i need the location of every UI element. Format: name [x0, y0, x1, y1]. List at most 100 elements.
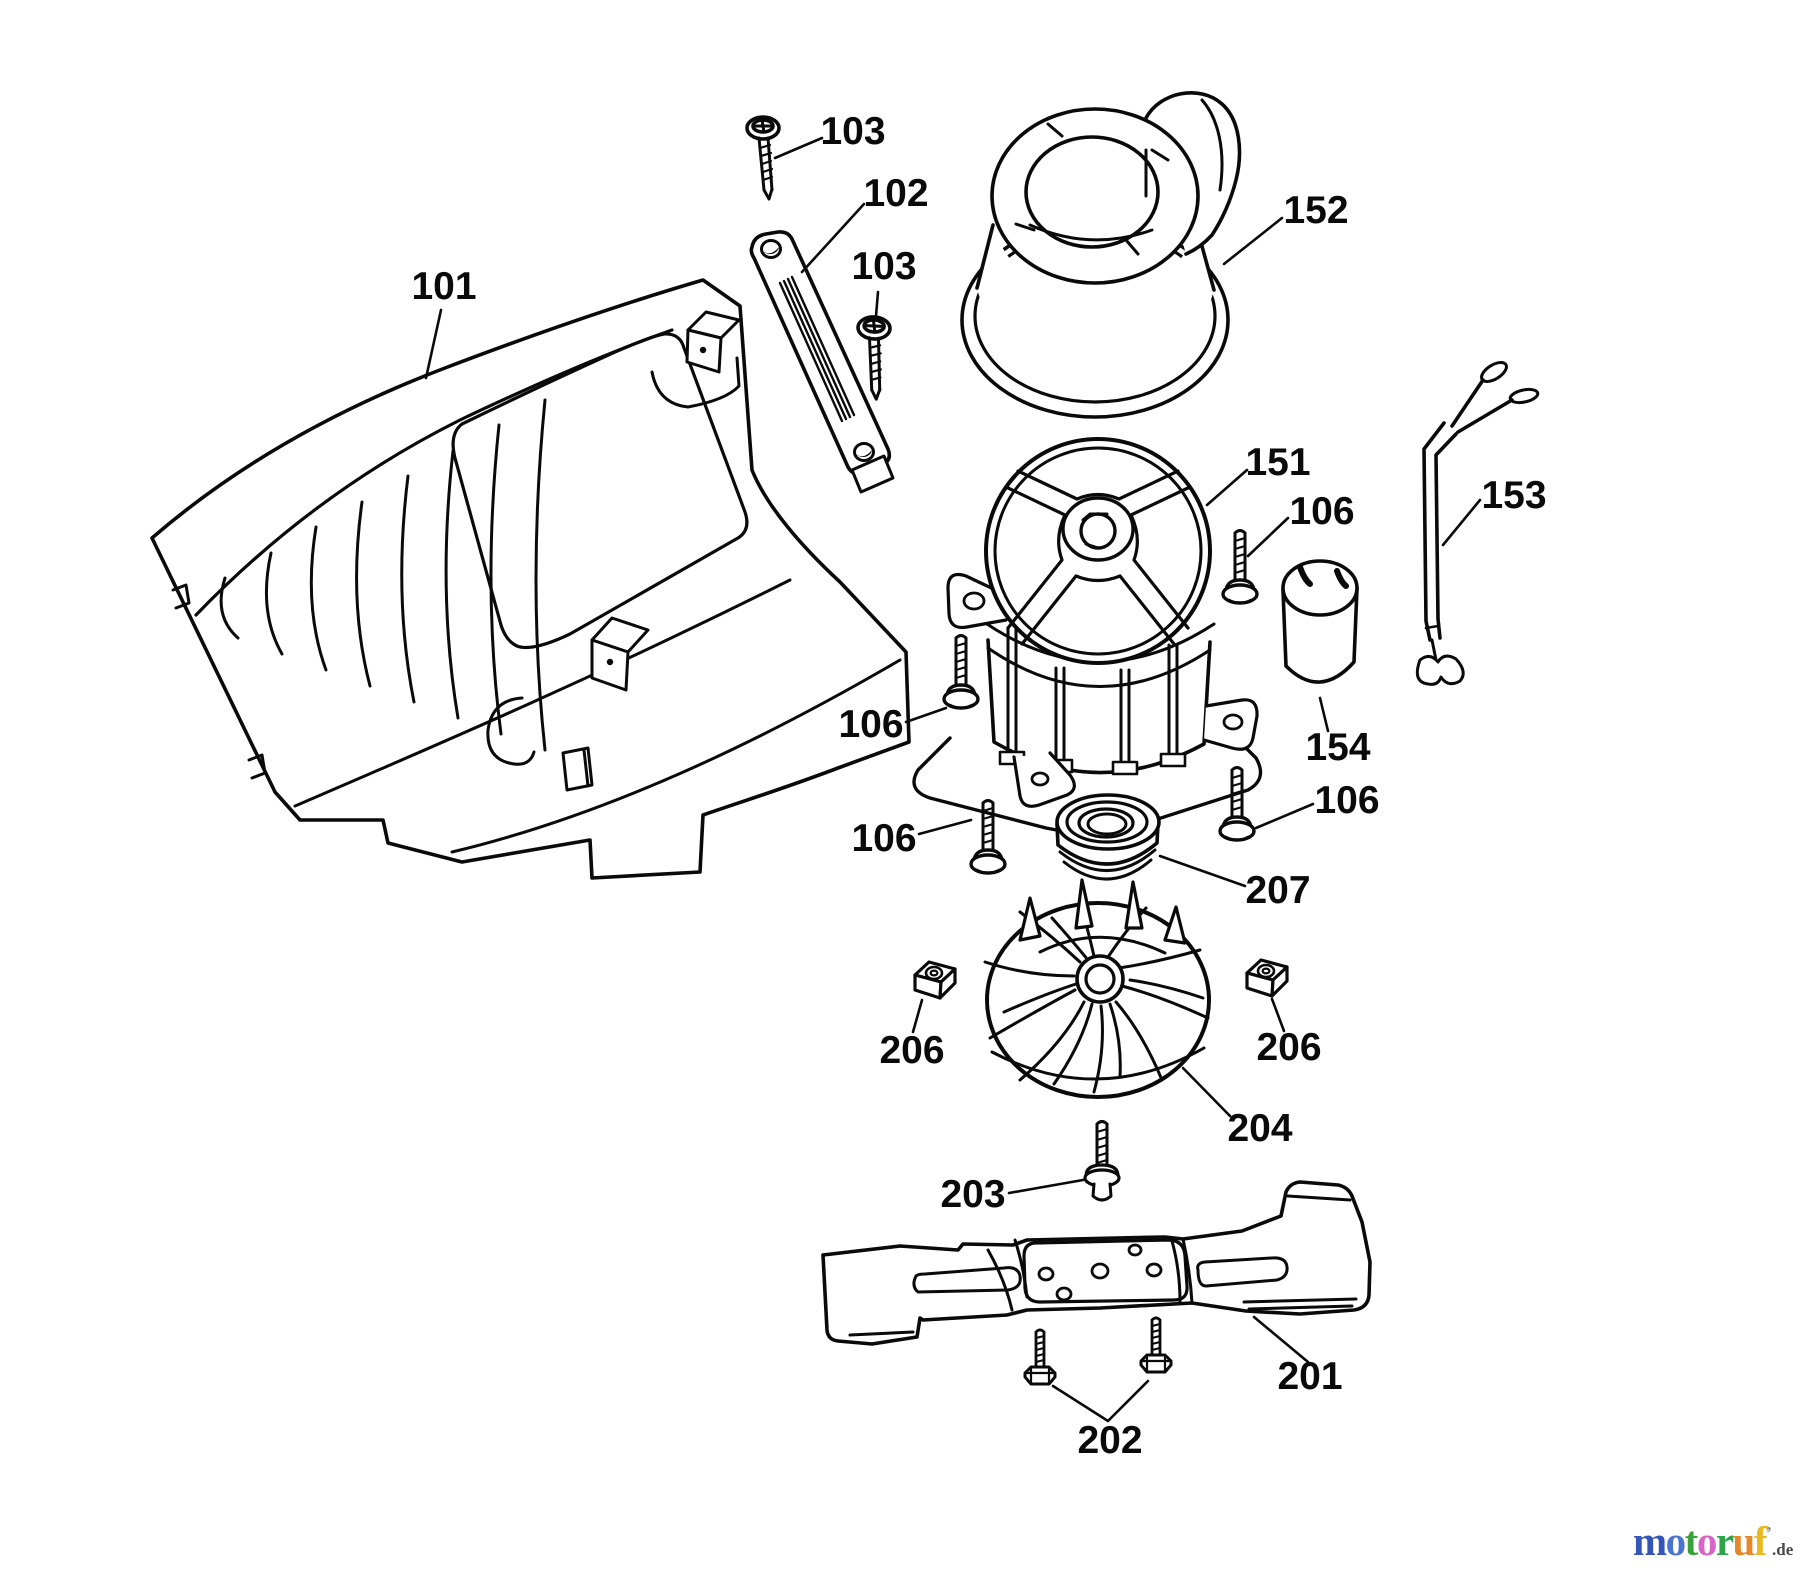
part-106-screw-lower-right: [1218, 765, 1256, 842]
logo-letter: o: [1665, 1518, 1687, 1564]
part-152-fan-cover: [960, 91, 1242, 419]
leader-line: [1181, 1066, 1232, 1118]
leader-line: [1252, 1315, 1310, 1364]
callout-201: 201: [1252, 1315, 1343, 1398]
motor-ear-right: [1202, 698, 1259, 751]
callout-203: 203: [940, 1173, 1085, 1216]
callout-103-top: 103: [773, 110, 886, 160]
callout-label: 207: [1245, 869, 1310, 912]
leader-line: [1270, 997, 1286, 1033]
logo-letter: u: [1732, 1518, 1756, 1564]
part-207-pulley: [1055, 793, 1161, 881]
logo-letter: f: [1753, 1518, 1768, 1564]
logo-apostrophe: ’: [1765, 1523, 1772, 1543]
leader-line: [1254, 802, 1315, 830]
housing-hook: [486, 696, 536, 766]
part-153-cable: [1415, 360, 1540, 686]
callouts: 103 102 103 101 152 151: [411, 110, 1546, 1462]
logo-letter: m: [1633, 1518, 1667, 1564]
callout-103-mid: 103: [851, 245, 917, 318]
leader-line: [1007, 1178, 1085, 1195]
callout-label: 102: [863, 172, 928, 215]
callout-label: 151: [1245, 441, 1310, 484]
part-203-screw: [1083, 1120, 1121, 1202]
callout-label: 101: [411, 265, 476, 308]
callout-label: 103: [851, 245, 916, 288]
blade-slot-left: [912, 1266, 1022, 1294]
housing-foot: [561, 746, 594, 792]
leader-line: [424, 308, 443, 380]
callout-102: 102: [800, 172, 929, 274]
motoruf-logo: motoruf’.de: [1633, 1521, 1793, 1562]
leader-line: [1205, 468, 1249, 507]
leader-line: [904, 706, 948, 724]
blade-holes: [1037, 1243, 1163, 1302]
housing-panel: [451, 332, 749, 650]
part-206-nut-left: [913, 960, 957, 1000]
blade-outline: [821, 1180, 1372, 1346]
housing-outline: [150, 278, 911, 880]
leader-line: [1441, 498, 1482, 547]
callout-206-left: 206: [879, 998, 945, 1072]
blade-center-plate: [1022, 1238, 1189, 1304]
callout-106-left: 106: [838, 703, 948, 746]
callout-label: 206: [879, 1029, 944, 1072]
leader-line: [1158, 854, 1247, 888]
motor-ear-left: [946, 572, 1008, 630]
motor-spokes: [1004, 469, 1192, 646]
callout-label: 204: [1227, 1107, 1292, 1150]
leader-line: [1246, 516, 1290, 558]
leader-line: [800, 202, 866, 274]
callout-152: 152: [1222, 189, 1349, 266]
part-102-support-bar: [749, 230, 895, 494]
callout-label: 152: [1283, 189, 1348, 232]
part-202-bolt-right: [1139, 1316, 1173, 1374]
housing-edge-tabs: [171, 583, 267, 780]
callout-207: 207: [1158, 854, 1311, 912]
leader-line: [1051, 1379, 1150, 1423]
leader-line: [874, 290, 880, 318]
callout-106-lower-right: 106: [1254, 779, 1380, 830]
logo-domain-suffix: .de: [1771, 1540, 1794, 1559]
blade-slot-right: [1196, 1256, 1289, 1288]
callout-label: 106: [1289, 490, 1354, 533]
part-154-capacitor: [1281, 559, 1359, 684]
part-201-blade: [821, 1180, 1372, 1346]
callout-label: 106: [838, 703, 903, 746]
callout-101: 101: [411, 265, 477, 380]
fan-blades: [983, 900, 1210, 1094]
callout-154: 154: [1305, 696, 1371, 769]
part-106-screw-left: [942, 633, 980, 710]
logo-letter: o: [1696, 1518, 1718, 1564]
housing-tab-mid: [590, 616, 650, 692]
callout-204: 204: [1181, 1066, 1293, 1150]
callout-151: 151: [1205, 441, 1311, 507]
logo-letter: r: [1715, 1518, 1734, 1564]
housing-tab-top-right: [685, 310, 741, 374]
part-101-housing: [150, 278, 911, 880]
callout-label: 201: [1277, 1355, 1342, 1398]
callout-202: 202: [1051, 1379, 1150, 1462]
callout-label: 206: [1256, 1026, 1321, 1069]
part-106-screw-upper-right: [1221, 528, 1259, 605]
callout-label: 154: [1305, 726, 1370, 769]
leader-line: [917, 818, 973, 836]
callout-106-lower-left: 106: [851, 817, 973, 860]
motor-ear-lower-left: [1012, 751, 1076, 808]
callout-106-upper-right: 106: [1246, 490, 1355, 558]
logo-letter: t: [1684, 1518, 1699, 1564]
callout-206-right: 206: [1256, 997, 1322, 1069]
callout-label: 106: [851, 817, 916, 860]
part-204-fan: [983, 878, 1211, 1099]
part-202-bolt-left: [1023, 1328, 1057, 1386]
callout-153: 153: [1441, 474, 1547, 547]
leader-line: [1318, 696, 1330, 733]
part-206-nut-right: [1245, 958, 1289, 998]
leader-line: [911, 998, 924, 1034]
leader-line: [1222, 216, 1284, 266]
callout-label: 203: [940, 1173, 1005, 1216]
callout-label: 106: [1314, 779, 1379, 822]
housing-crease: [293, 578, 792, 808]
